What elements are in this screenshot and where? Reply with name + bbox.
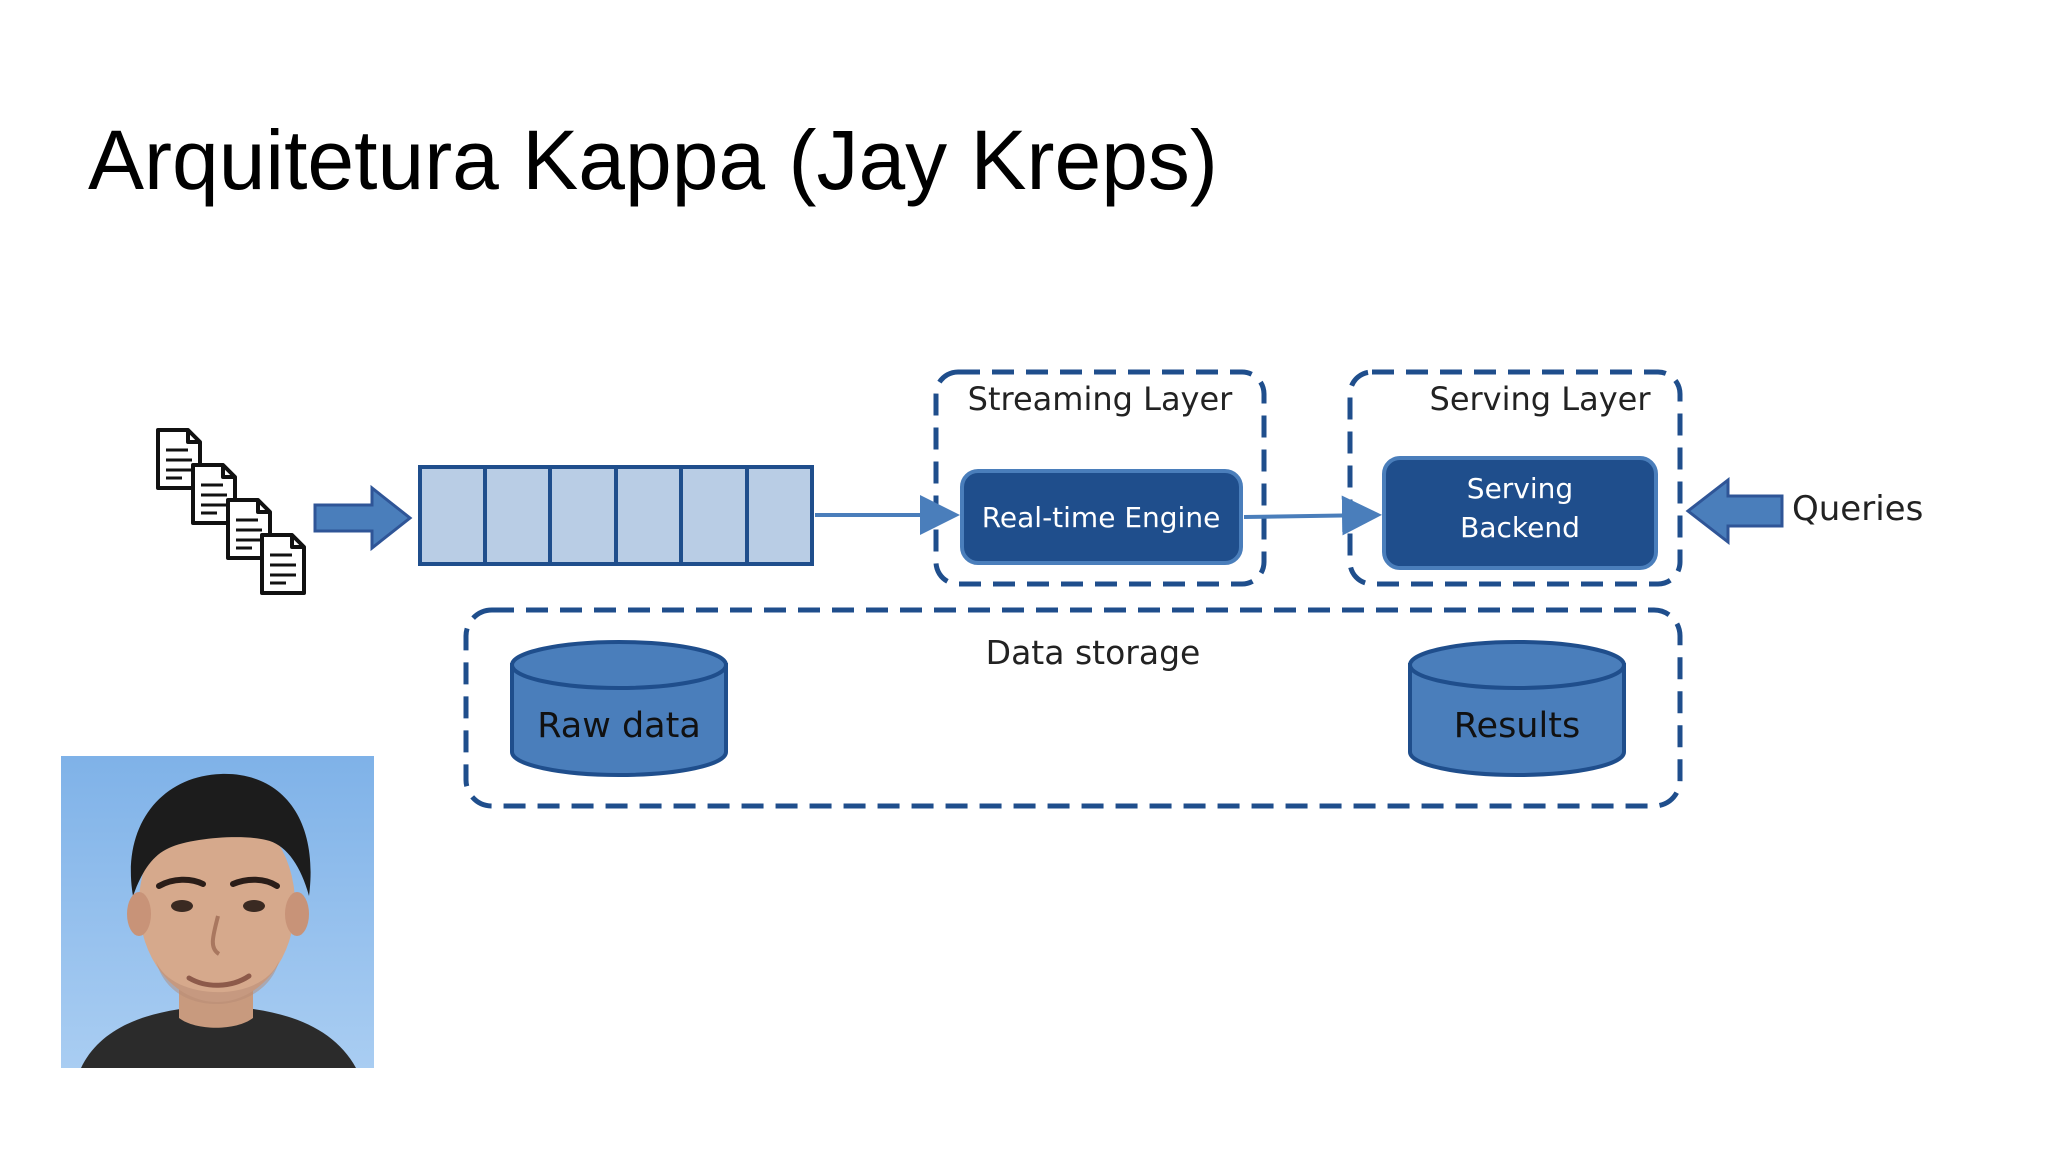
portrait-photo [61, 756, 374, 1068]
realtime-engine-label: Real-time Engine [982, 501, 1221, 534]
queries-label: Queries [1792, 489, 1923, 529]
message-queue [418, 465, 814, 566]
results-cylinder [1408, 640, 1626, 777]
streaming-layer-label: Streaming Layer [968, 380, 1234, 418]
documents-icon [156, 428, 306, 595]
raw-data-label: Raw data [537, 706, 701, 746]
data-storage-box [463, 607, 1683, 809]
streaming-layer-box [933, 369, 1267, 587]
serving-backend-label-line2: Backend [1460, 511, 1580, 544]
results-label: Results [1454, 706, 1580, 746]
engine-to-backend-arrow [1243, 495, 1382, 536]
serving-backend-label-line1: Serving [1467, 472, 1573, 505]
input-arrow [313, 484, 413, 552]
queries-arrow [1685, 476, 1784, 546]
serving-layer-label: Serving Layer [1430, 380, 1652, 418]
serving-backend-box [1382, 456, 1658, 570]
realtime-engine-box [960, 469, 1243, 565]
raw-data-cylinder [510, 640, 728, 777]
data-storage-label: Data storage [986, 633, 1201, 672]
slide-title: Arquitetura Kappa (Jay Kreps) [88, 113, 1218, 207]
serving-layer-box [1347, 369, 1683, 587]
